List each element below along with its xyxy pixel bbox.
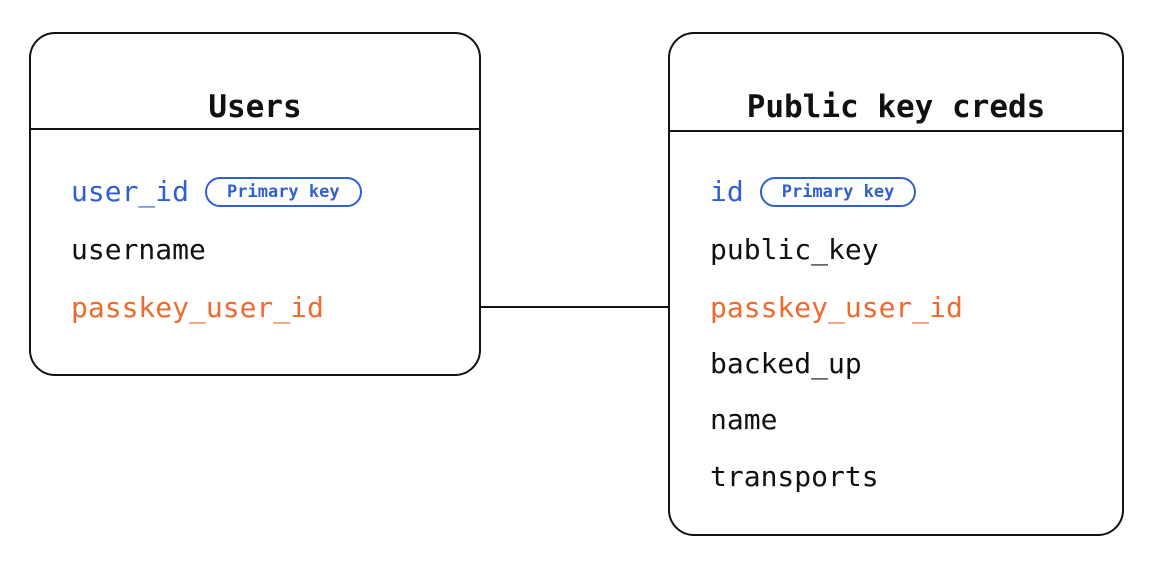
field-row[interactable]: public_key bbox=[710, 233, 879, 267]
field-name-passkey-user-id: passkey_user_id bbox=[71, 291, 324, 324]
field-name-username: username bbox=[71, 233, 206, 266]
field-name-transports: transports bbox=[710, 460, 879, 493]
field-name-user-id: user_id bbox=[71, 175, 190, 208]
relationship-connector-passkey-user-id bbox=[480, 306, 670, 308]
field-row[interactable]: transports bbox=[710, 460, 879, 494]
field-row[interactable]: username bbox=[71, 233, 206, 267]
field-name-name: name bbox=[710, 403, 778, 436]
field-row[interactable]: id Primary key bbox=[710, 175, 917, 209]
field-name-passkey-user-id: passkey_user_id bbox=[710, 291, 963, 324]
field-name-id: id bbox=[710, 175, 744, 208]
primary-key-badge: Primary key bbox=[759, 177, 917, 207]
field-row[interactable]: backed_up bbox=[710, 347, 862, 381]
entity-users[interactable]: Users user_id Primary key username passk… bbox=[29, 32, 481, 376]
field-row[interactable]: passkey_user_id bbox=[71, 291, 324, 325]
entity-public-key-creds-header-divider bbox=[670, 130, 1122, 132]
field-row[interactable]: user_id Primary key bbox=[71, 175, 362, 209]
entity-public-key-creds-title: Public key creds bbox=[746, 89, 1046, 125]
field-row[interactable]: name bbox=[710, 403, 777, 437]
field-name-backed-up: backed_up bbox=[710, 347, 862, 380]
field-row[interactable]: passkey_user_id bbox=[710, 291, 963, 325]
entity-public-key-creds[interactable]: Public key creds id Primary key public_k… bbox=[668, 32, 1124, 536]
entity-users-title: Users bbox=[208, 89, 302, 125]
field-name-public-key: public_key bbox=[710, 233, 879, 266]
entity-users-header-divider bbox=[31, 128, 479, 130]
primary-key-badge: Primary key bbox=[205, 177, 362, 207]
